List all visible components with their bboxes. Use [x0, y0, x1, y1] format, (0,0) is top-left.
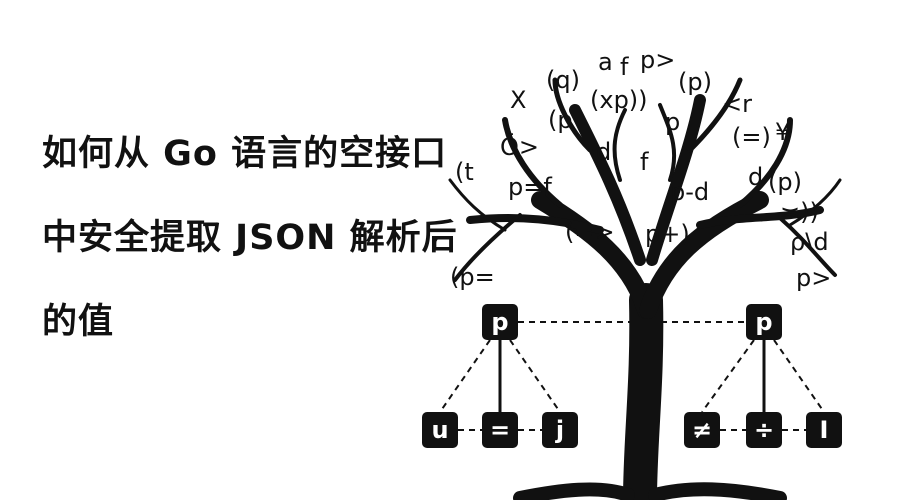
diagram-leaf: ÷ — [746, 412, 782, 448]
tree-branch — [658, 103, 677, 182]
diagram-leaf: u — [422, 412, 458, 448]
diagram-node-right: p — [746, 304, 782, 340]
canopy-symbol: f — [640, 148, 649, 176]
canopy-symbol: p-d — [670, 178, 709, 206]
tree-branch — [639, 191, 769, 319]
tree-branch — [778, 216, 837, 277]
canopy-symbol: (xp)) — [590, 86, 648, 114]
tree-branch — [453, 213, 522, 282]
canopy-symbol: <r — [722, 90, 752, 118]
canopy-symbol: (p= — [450, 263, 495, 291]
tree-trunk — [623, 283, 664, 500]
tree-branch — [569, 104, 646, 266]
canopy-symbol: d — [596, 138, 611, 166]
canopy-symbol: (p) — [678, 68, 712, 96]
canopy-symbol: (p — [548, 106, 573, 134]
canopy-symbol: (q) — [546, 66, 580, 94]
canopy-symbols: (q) a f p> (p) X (xp)) (p <r (=) ¥ Ō> d … — [432, 46, 831, 292]
title-line: 的值 — [42, 302, 115, 342]
canopy-symbol: Ō> — [500, 132, 539, 161]
tree-branch — [448, 178, 507, 232]
canopy-symbol: (t — [455, 158, 474, 186]
diagram-leaf: = — [482, 412, 518, 448]
title-line: 如何从 Go 语言的空接口 — [42, 134, 448, 174]
canopy-symbol: d — [748, 163, 763, 191]
svg-text:I: I — [820, 416, 829, 444]
tree-root-left — [513, 482, 635, 500]
svg-text:u: u — [431, 416, 448, 444]
canopy-symbol: p — [665, 108, 680, 136]
tree-branch — [502, 117, 563, 208]
svg-text:p: p — [491, 308, 508, 336]
tree-branch — [531, 191, 655, 319]
diagram-leaf: ≠ — [684, 412, 720, 448]
canopy-symbol: p> — [640, 46, 675, 74]
diagram-link — [439, 339, 491, 413]
canopy-symbol: a — [598, 48, 613, 76]
canopy-symbol: p=f — [508, 173, 552, 201]
tree-branch — [788, 178, 842, 227]
tree-root-right — [648, 482, 787, 500]
svg-text:p: p — [755, 308, 772, 336]
page-title: 如何从 Go 语言的空接口 中安全提取 JSON 解析后 的值 — [42, 112, 512, 364]
canopy-symbol: ρ\d — [790, 228, 829, 256]
canopy-symbol: (=) — [732, 123, 771, 151]
tree-branch — [612, 108, 627, 182]
canopy-symbol: ≍)) — [780, 198, 819, 226]
canopy-symbol: p+) — [645, 220, 690, 248]
canopy-symbol: X — [510, 86, 526, 114]
canopy-symbol: f — [620, 53, 629, 81]
svg-text:≠: ≠ — [692, 416, 712, 444]
diagram-link — [701, 339, 755, 413]
diagram-link — [773, 339, 825, 413]
diagram-leaf: j — [542, 412, 578, 448]
svg-text:=: = — [490, 416, 510, 444]
canopy-symbol: r — [432, 228, 442, 256]
title-line: 中安全提取 JSON 解析后 — [42, 218, 458, 258]
svg-text:j: j — [555, 416, 564, 444]
canopy-symbol: p> — [796, 264, 831, 292]
diagram-leaf: I — [806, 412, 842, 448]
tree-branch — [552, 77, 593, 153]
tree-branch — [646, 94, 706, 266]
diagram-node-left: p — [482, 304, 518, 340]
tree-branch — [737, 117, 793, 208]
svg-text:÷: ÷ — [754, 416, 774, 444]
canopy-symbol: (p) — [768, 168, 802, 196]
diagram-link — [509, 339, 561, 413]
canopy-symbol: ¥ — [775, 118, 790, 146]
canopy-symbol: (=> — [565, 218, 615, 246]
tree-branch — [687, 77, 743, 153]
